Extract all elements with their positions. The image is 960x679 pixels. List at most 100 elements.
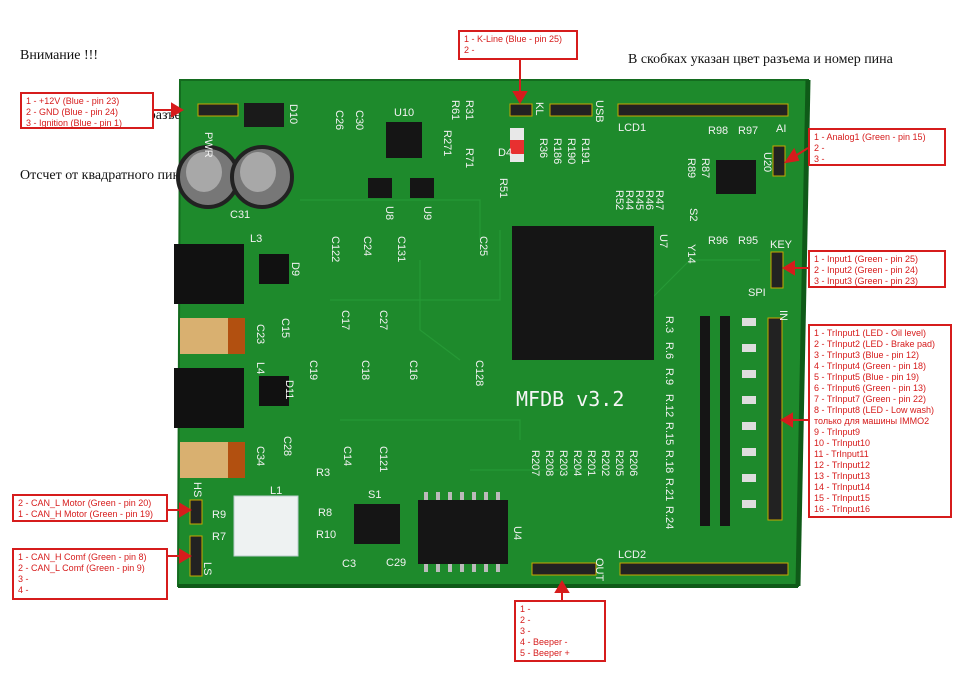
silkscreen-label: C16 bbox=[407, 360, 419, 380]
silkscreen-label: LCD2 bbox=[618, 549, 646, 561]
silkscreen-label: R95 bbox=[738, 235, 758, 247]
silkscreen-label: L3 bbox=[250, 233, 262, 245]
silkscreen-label: HS bbox=[191, 482, 203, 497]
silkscreen-label: C27 bbox=[377, 310, 389, 330]
silkscreen-label: R204 bbox=[571, 450, 583, 476]
silkscreen-label: KL bbox=[533, 102, 545, 115]
silkscreen-label: U10 bbox=[394, 107, 414, 119]
silkscreen-label: IN bbox=[777, 310, 789, 321]
silkscreen-label: R.3 bbox=[663, 316, 675, 333]
silkscreen-label: R45 bbox=[633, 190, 645, 210]
silkscreen-label: C15 bbox=[279, 318, 291, 338]
silkscreen-label: C3 bbox=[342, 558, 356, 570]
silkscreen-label: C28 bbox=[281, 436, 293, 456]
silkscreen-label: R205 bbox=[613, 450, 625, 476]
silkscreen-label: R206 bbox=[627, 450, 639, 476]
silkscreen-label: D10 bbox=[287, 104, 299, 124]
silkscreen-label: C19 bbox=[307, 360, 319, 380]
silkscreen-label: R.24 bbox=[663, 506, 675, 529]
callout-out: 1 - 2 - 3 - 4 - Beeper - 5 - Beeper + bbox=[514, 600, 606, 662]
silkscreen-label: C122 bbox=[329, 236, 341, 262]
silkscreen-label: U8 bbox=[383, 206, 395, 220]
silkscreen-label: C18 bbox=[359, 360, 371, 380]
silkscreen-label: R96 bbox=[708, 235, 728, 247]
silkscreen-label: R.9 bbox=[663, 368, 675, 385]
silkscreen-label: OUT bbox=[593, 558, 605, 582]
silkscreen-label: SPI bbox=[748, 287, 766, 299]
inductor-l4 bbox=[174, 368, 244, 428]
silkscreen-label: LS bbox=[201, 562, 213, 575]
callout-pwr: 1 - +12V (Blue - pin 23) 2 - GND (Blue -… bbox=[20, 92, 154, 129]
silkscreen-label: C30 bbox=[353, 110, 365, 130]
silkscreen-label: D4 bbox=[498, 147, 512, 159]
silkscreen-label: R190 bbox=[565, 138, 577, 164]
silkscreen-label: R.6 bbox=[663, 342, 675, 359]
silkscreen-label: R202 bbox=[599, 450, 611, 476]
silkscreen-label: R10 bbox=[316, 529, 336, 541]
silkscreen-label: D11 bbox=[283, 380, 295, 399]
silkscreen-label: AI bbox=[776, 123, 786, 135]
silkscreen-label: R31 bbox=[463, 100, 475, 120]
silkscreen-label: R36 bbox=[537, 138, 549, 158]
callout-kline: 1 - K-Line (Blue - pin 25) 2 - bbox=[458, 30, 578, 60]
silkscreen-label: R201 bbox=[585, 450, 597, 476]
silkscreen-label: C17 bbox=[339, 310, 351, 330]
warning-line-1: Внимание !!! bbox=[20, 48, 98, 63]
silkscreen-label: R98 bbox=[708, 125, 728, 137]
silkscreen-label: U4 bbox=[511, 526, 523, 540]
silkscreen-label: PWR bbox=[202, 132, 214, 158]
silkscreen-label: C31 bbox=[230, 209, 250, 221]
callout-inputs: 1 - TrInput1 (LED - Oil level) 2 - TrInp… bbox=[808, 324, 952, 518]
silkscreen-label: R46 bbox=[643, 190, 655, 210]
silkscreen-label: R.12 bbox=[663, 394, 675, 417]
silkscreen-label: R61 bbox=[449, 100, 461, 120]
silkscreen-label: C34 bbox=[254, 446, 266, 466]
silkscreen-label: R191 bbox=[579, 138, 591, 164]
callout-leaders bbox=[154, 60, 809, 602]
silkscreen-label: S2 bbox=[687, 208, 699, 221]
silkscreen-label: R.18 bbox=[663, 450, 675, 473]
silkscreen-label: L1 bbox=[270, 485, 282, 497]
silkscreen-label: R97 bbox=[738, 125, 758, 137]
silkscreen-label: USB bbox=[593, 100, 605, 123]
silkscreen-label: R.21 bbox=[663, 478, 675, 501]
callout-can-motor: 2 - CAN_L Motor (Green - pin 20) 1 - CAN… bbox=[12, 494, 168, 522]
silkscreen-label: R208 bbox=[543, 450, 555, 476]
silkscreen-label: R271 bbox=[441, 130, 453, 156]
color-note-line-1: В скобках указан цвет разъема и номер пи… bbox=[628, 52, 893, 67]
silkscreen-label: U7 bbox=[657, 234, 669, 248]
silkscreen-label: C23 bbox=[254, 324, 266, 344]
silkscreen-label: LCD1 bbox=[618, 122, 646, 134]
silkscreen-label: R44 bbox=[623, 190, 635, 210]
silkscreen-label: D9 bbox=[289, 262, 301, 276]
silkscreen-label: R71 bbox=[463, 148, 475, 168]
silkscreen-label: R.15 bbox=[663, 422, 675, 445]
mcu-chip bbox=[512, 226, 654, 360]
silkscreen-label: R186 bbox=[551, 138, 563, 164]
silkscreen-label: R89 bbox=[685, 158, 697, 178]
silkscreen-label: R8 bbox=[318, 507, 332, 519]
inductor-l3 bbox=[174, 244, 244, 304]
silkscreen-label: C131 bbox=[395, 236, 407, 262]
silkscreen-label: R47 bbox=[653, 190, 665, 210]
silkscreen-label: C26 bbox=[333, 110, 345, 130]
callout-analog: 1 - Analog1 (Green - pin 15) 2 - 3 - bbox=[808, 128, 946, 166]
silkscreen-label: R9 bbox=[212, 509, 226, 521]
silkscreen-label: R207 bbox=[529, 450, 541, 476]
silkscreen-label: Y14 bbox=[685, 244, 697, 264]
silkscreen-label: C25 bbox=[477, 236, 489, 256]
silkscreen-label: C24 bbox=[361, 236, 373, 256]
silkscreen-label: R7 bbox=[212, 531, 226, 543]
silkscreen-label: KEY bbox=[770, 239, 793, 251]
silkscreen-label: S1 bbox=[368, 489, 381, 501]
silkscreen-label: C128 bbox=[473, 360, 485, 386]
silkscreen-label: R3 bbox=[316, 467, 330, 479]
silkscreen-label: U9 bbox=[421, 206, 433, 220]
silkscreen-label: U20 bbox=[761, 152, 773, 172]
silkscreen-label: C14 bbox=[341, 446, 353, 466]
silkscreen-label: R51 bbox=[497, 178, 509, 198]
callout-can-comf: 1 - CAN_H Comf (Green - pin 8) 2 - CAN_L… bbox=[12, 548, 168, 600]
in-header bbox=[767, 317, 783, 521]
silkscreen-label: C29 bbox=[386, 557, 406, 569]
